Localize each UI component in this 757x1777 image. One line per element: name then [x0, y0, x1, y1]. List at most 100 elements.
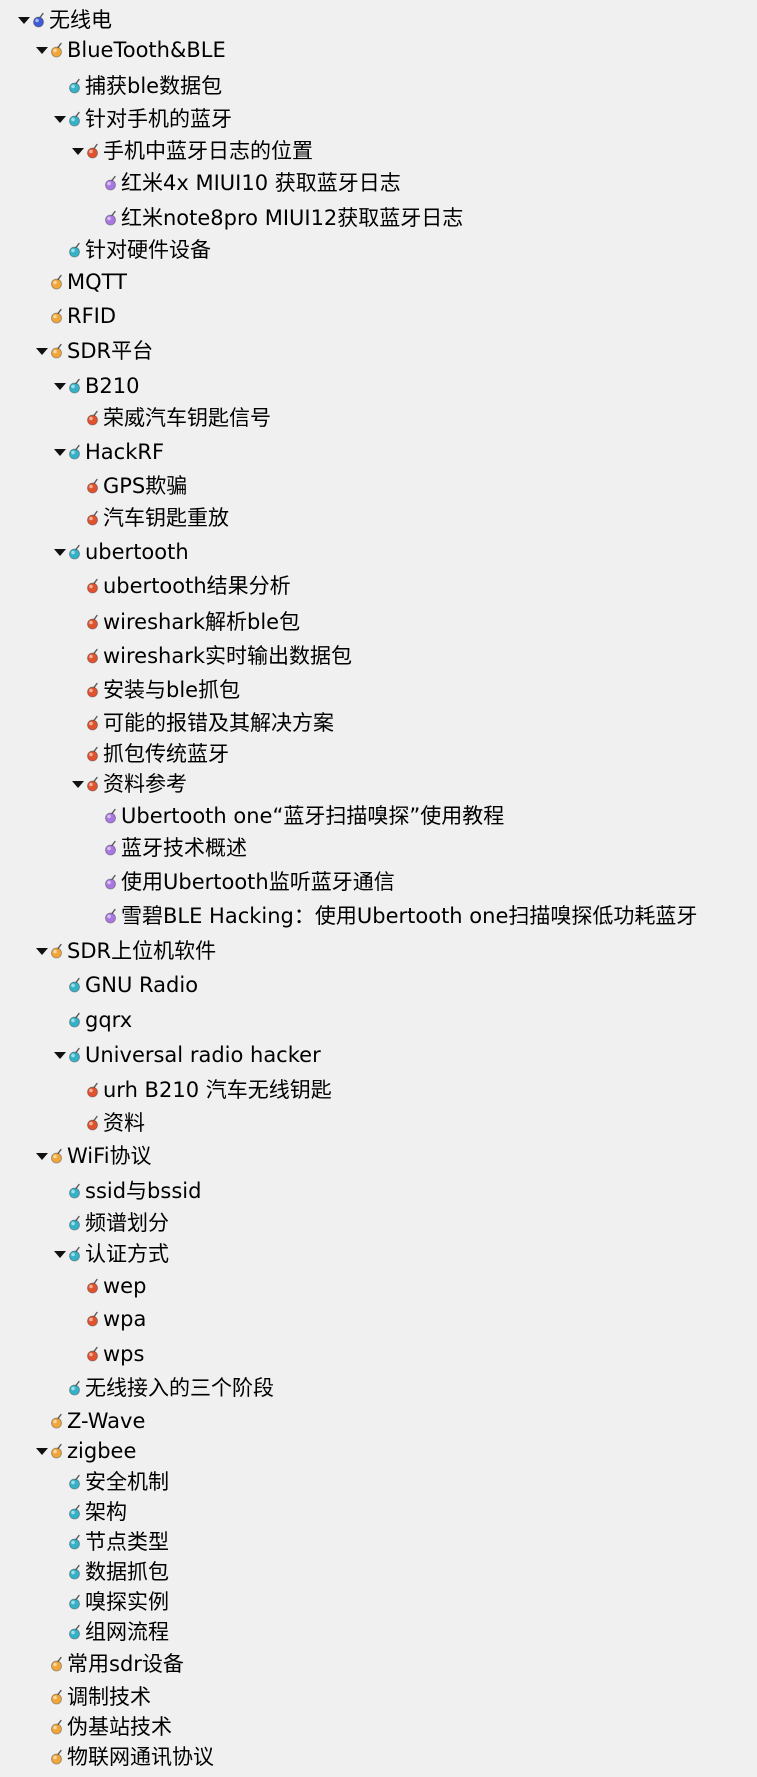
expand-toggle-icon[interactable] — [36, 336, 48, 366]
tree-node[interactable]: Z-Wave — [36, 1406, 145, 1436]
tree-node[interactable]: WiFi协议 — [36, 1141, 152, 1171]
expand-toggle-icon[interactable] — [54, 1040, 66, 1070]
tree-node-label: GPS欺骗 — [103, 474, 188, 498]
tree-node-label: HackRF — [85, 440, 165, 464]
topic-bullet-icon — [86, 1339, 101, 1369]
expand-toggle-icon[interactable] — [36, 1436, 48, 1466]
tree-node-label: wep — [103, 1274, 147, 1298]
tree-node[interactable]: 蓝牙技术概述 — [90, 833, 247, 863]
tree-node[interactable]: 物联网通讯协议 — [36, 1742, 214, 1772]
tree-node[interactable]: zigbee — [36, 1436, 136, 1466]
expand-toggle-icon[interactable] — [54, 537, 66, 567]
tree-node[interactable]: Universal radio hacker — [54, 1040, 321, 1070]
tree-node[interactable]: wpa — [72, 1304, 146, 1334]
tree-node[interactable]: Ubertooth one“蓝牙扫描嗅探”使用教程 — [90, 801, 504, 831]
expand-toggle-icon[interactable] — [18, 5, 30, 35]
topic-bullet-icon — [86, 1108, 101, 1138]
tree-node-label: RFID — [67, 304, 117, 328]
tree-node[interactable]: 捕获ble数据包 — [54, 71, 222, 101]
tree-node[interactable]: 伪基站技术 — [36, 1712, 172, 1742]
tree-node[interactable]: SDR平台 — [36, 336, 153, 366]
expand-toggle-placeholder — [90, 168, 102, 198]
tree-node-label: 嗅探实例 — [85, 1590, 169, 1614]
tree-node[interactable]: 数据抓包 — [54, 1557, 169, 1587]
expand-toggle-icon[interactable] — [54, 1239, 66, 1269]
expand-toggle-icon[interactable] — [36, 936, 48, 966]
tree-node-label: 荣威汽车钥匙信号 — [103, 406, 271, 430]
expand-toggle-icon[interactable] — [72, 769, 84, 799]
tree-node[interactable]: SDR上位机软件 — [36, 936, 216, 966]
expand-toggle-placeholder — [90, 901, 102, 931]
topic-bullet-icon — [68, 1208, 83, 1238]
expand-toggle-icon[interactable] — [36, 35, 48, 65]
tree-node[interactable]: 认证方式 — [54, 1239, 169, 1269]
tree-node[interactable]: 荣威汽车钥匙信号 — [72, 403, 271, 433]
tree-node-label: 汽车钥匙重放 — [103, 506, 229, 530]
tree-node[interactable]: 使用Ubertooth监听蓝牙通信 — [90, 867, 395, 897]
tree-node[interactable]: wireshark解析ble包 — [72, 607, 300, 637]
topic-bullet-icon — [68, 1617, 83, 1647]
tree-node[interactable]: MQTT — [36, 267, 127, 297]
tree-node[interactable]: 红米4x MIUI10 获取蓝牙日志 — [90, 168, 401, 198]
expand-toggle-placeholder — [72, 1075, 84, 1105]
tree-node[interactable]: ubertooth — [54, 537, 189, 567]
topic-bullet-icon — [104, 203, 119, 233]
tree-node[interactable]: wireshark实时输出数据包 — [72, 641, 352, 671]
tree-node[interactable]: 安全机制 — [54, 1467, 169, 1497]
tree-node[interactable]: 无线接入的三个阶段 — [54, 1373, 274, 1403]
tree-node[interactable]: 节点类型 — [54, 1527, 169, 1557]
tree-node[interactable]: wps — [72, 1339, 144, 1369]
tree-node-label: 针对硬件设备 — [85, 238, 211, 262]
expand-toggle-placeholder — [36, 1712, 48, 1742]
expand-toggle-placeholder — [72, 471, 84, 501]
tree-node[interactable]: urh B210 汽车无线钥匙 — [72, 1075, 332, 1105]
tree-node[interactable]: 手机中蓝牙日志的位置 — [72, 136, 313, 166]
tree-node-label: 常用sdr设备 — [67, 1652, 184, 1676]
tree-node[interactable]: BlueTooth&BLE — [36, 35, 226, 65]
tree-node-label: 针对手机的蓝牙 — [85, 107, 232, 131]
tree-node[interactable]: 调制技术 — [36, 1682, 151, 1712]
expand-toggle-icon[interactable] — [72, 136, 84, 166]
tree-node-label: wpa — [103, 1307, 147, 1331]
tree-node[interactable]: 针对硬件设备 — [54, 235, 211, 265]
expand-toggle-icon[interactable] — [54, 437, 66, 467]
tree-node[interactable]: 资料 — [72, 1108, 145, 1138]
topic-bullet-icon — [86, 136, 101, 166]
tree-node[interactable]: 架构 — [54, 1497, 127, 1527]
tree-node[interactable]: 频谱划分 — [54, 1208, 169, 1238]
expand-toggle-placeholder — [54, 235, 66, 265]
tree-node[interactable]: 可能的报错及其解决方案 — [72, 708, 334, 738]
tree-node[interactable]: ubertooth结果分析 — [72, 571, 291, 601]
topic-bullet-icon — [68, 437, 83, 467]
tree-node[interactable]: 常用sdr设备 — [36, 1649, 184, 1679]
expand-toggle-icon[interactable] — [54, 104, 66, 134]
tree-node[interactable]: 抓包传统蓝牙 — [72, 739, 229, 769]
tree-node[interactable]: GPS欺骗 — [72, 471, 187, 501]
expand-toggle-icon[interactable] — [54, 371, 66, 401]
tree-node[interactable]: 无线电 — [18, 5, 112, 35]
tree-node-label: gqrx — [85, 1008, 133, 1032]
tree-node[interactable]: gqrx — [54, 1005, 132, 1035]
tree-node[interactable]: 汽车钥匙重放 — [72, 503, 229, 533]
tree-node[interactable]: 针对手机的蓝牙 — [54, 104, 232, 134]
tree-node[interactable]: B210 — [54, 371, 140, 401]
tree-node-label: 数据抓包 — [85, 1560, 169, 1584]
topic-bullet-icon — [86, 1271, 101, 1301]
topic-bullet-icon — [86, 708, 101, 738]
expand-toggle-icon[interactable] — [36, 1141, 48, 1171]
tree-node[interactable]: GNU Radio — [54, 970, 198, 1000]
tree-node-label: 捕获ble数据包 — [85, 74, 223, 98]
topic-bullet-icon — [68, 1239, 83, 1269]
tree-node[interactable]: 雪碧BLE Hacking：使用Ubertooth one扫描嗅探低功耗蓝牙 — [90, 901, 697, 931]
tree-node[interactable]: 红米note8pro MIUI12获取蓝牙日志 — [90, 203, 463, 233]
tree-node[interactable]: ssid与bssid — [54, 1176, 201, 1206]
tree-node[interactable]: 安装与ble抓包 — [72, 675, 240, 705]
tree-node-label: SDR平台 — [67, 339, 154, 363]
tree-node[interactable]: 资料参考 — [72, 769, 187, 799]
tree-node[interactable]: wep — [72, 1271, 146, 1301]
tree-node-label: wireshark解析ble包 — [103, 610, 301, 634]
tree-node[interactable]: 组网流程 — [54, 1617, 169, 1647]
tree-node[interactable]: 嗅探实例 — [54, 1587, 169, 1617]
tree-node[interactable]: HackRF — [54, 437, 164, 467]
tree-node[interactable]: RFID — [36, 301, 116, 331]
